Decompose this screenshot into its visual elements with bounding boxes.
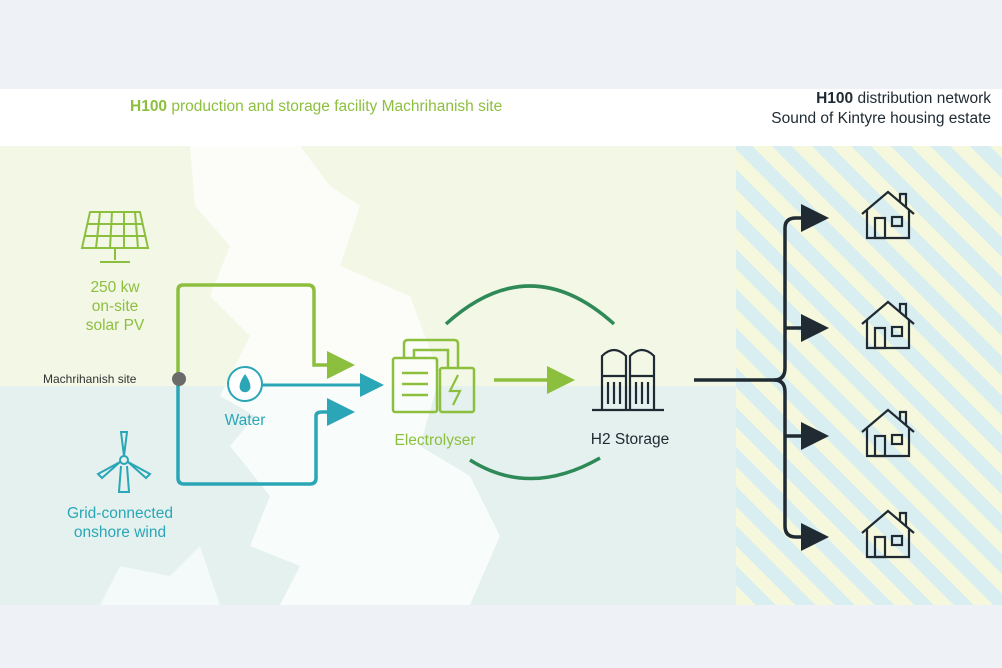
water-label: Water	[224, 412, 266, 429]
houses-group	[861, 190, 915, 559]
house-icon	[861, 509, 915, 559]
site-label: Machrihanish site	[43, 372, 137, 386]
storage-tanks-icon	[592, 348, 664, 412]
water-drop-icon	[227, 366, 263, 402]
wind-flow-line	[176, 385, 355, 486]
cycle-arc-bottom	[469, 456, 601, 481]
cycle-arc-top	[444, 284, 616, 326]
solar-label: 250 kw on-site solar PV	[85, 279, 145, 334]
wind-turbine-icon	[96, 431, 152, 493]
solar-flow-line	[176, 283, 355, 379]
distribution-header: H100 distribution network Sound of Kinty…	[771, 89, 991, 129]
production-header: H100 production and storage facility Mac…	[130, 98, 502, 116]
site-marker	[172, 372, 186, 386]
electrolyser-label: Electrolyser	[394, 432, 476, 449]
header-left-text: production and storage facility Machriha…	[167, 98, 503, 115]
distribution-header-line2: Sound of Kintyre housing estate	[771, 110, 991, 127]
distribution-network	[694, 204, 829, 551]
house-icon	[861, 190, 915, 240]
wind-label: Grid-connected onshore wind	[67, 505, 173, 541]
header-brand: H100	[130, 98, 168, 115]
header-band	[0, 89, 1002, 146]
house-icon	[861, 408, 915, 458]
distribution-header-line1: H100 distribution network	[816, 90, 991, 107]
solar-panel-icon	[80, 211, 150, 263]
electrolyser-icon	[391, 338, 476, 414]
storage-label: H2 Storage	[590, 431, 670, 448]
house-icon	[861, 300, 915, 350]
